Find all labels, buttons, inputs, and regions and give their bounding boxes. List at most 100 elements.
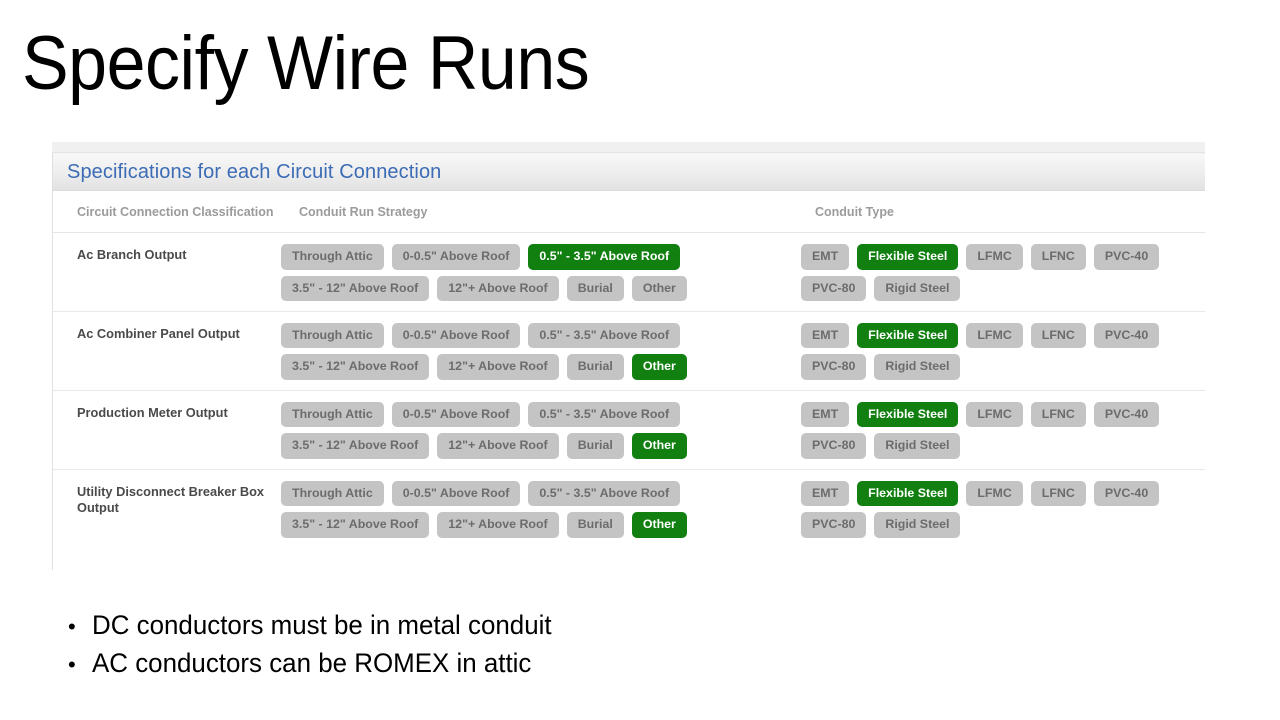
chip-option[interactable]: Rigid Steel [874,512,961,538]
chip-option[interactable]: LFNC [1030,480,1086,507]
bullet-list: •DC conductors must be in metal conduit•… [68,606,968,683]
specifications-panel: Specifications for each Circuit Connecti… [52,153,1205,570]
cell-conduit-run-strategy: Through Attic 0-0.5" Above Roof 0.5" - 3.5… [275,311,791,391]
panel-header: Specifications for each Circuit Connecti… [53,153,1205,191]
cell-conduit-run-strategy: Through Attic 0-0.5" Above Roof 0.5" - 3.5… [275,232,791,313]
bullet-item: • AC conductors can be ROMEX in attic [68,644,968,682]
chip-option-selected[interactable]: Flexible Steel [857,323,959,349]
chip-option[interactable]: PVC-40 [1093,323,1160,349]
row-label-circuit-connection: Ac Branch Output [53,232,275,313]
chip-option[interactable]: Through Attic [281,480,384,507]
row-label-circuit-connection: Production Meter Output [53,390,275,470]
bullet-marker-icon: • [68,614,76,639]
chip-option[interactable]: EMT [801,480,850,507]
chip-option[interactable]: 0-0.5" Above Roof [391,323,521,349]
chip-option[interactable]: LFNC [1030,401,1086,428]
chip-option[interactable]: PVC-40 [1093,244,1160,270]
chip-option[interactable]: PVC-40 [1093,401,1160,428]
chip-option[interactable]: Burial [566,433,624,459]
chip-option[interactable]: 0.5" - 3.5" Above Roof [528,480,681,507]
chip-option-selected[interactable]: Flexible Steel [857,244,959,270]
chip-option[interactable]: 12"+ Above Roof [437,275,559,302]
bullet-text: DC conductors must be in metal conduit [92,610,552,640]
chip-option[interactable]: PVC-80 [801,354,867,380]
chip-option-selected[interactable]: Flexible Steel [857,480,959,507]
chip-option[interactable]: LFMC [966,480,1023,507]
panel-header-title: Specifications for each Circuit Connecti… [67,160,442,183]
chip-group: Through Attic 0-0.5" Above Roof 0.5" - 3.5… [275,323,751,380]
chip-option[interactable]: 12"+ Above Roof [437,512,559,538]
chip-option[interactable]: 0.5" - 3.5" Above Roof [528,323,681,349]
row-label-circuit-connection: Ac Combiner Panel Output [53,311,275,391]
column-header-conduit-type: Conduit Type [791,191,1205,234]
column-header-classification: Circuit Connection Classification [53,191,275,234]
chip-option[interactable]: Other [631,275,687,302]
chip-option[interactable]: 3.5" - 12" Above Roof [281,354,430,380]
chip-option[interactable]: PVC-40 [1093,480,1160,507]
row-label-circuit-connection: Utility Disconnect Breaker Box Output [77,483,265,515]
chip-option[interactable]: Burial [566,354,624,380]
browser-top-strip [52,142,1205,153]
cell-conduit-run-strategy: Through Attic 0-0.5" Above Roof 0.5" - 3.5… [275,469,791,547]
chip-group: Through Attic 0-0.5" Above Roof 0.5" - 3.5… [275,480,751,538]
chip-option[interactable]: 3.5" - 12" Above Roof [281,433,430,459]
chip-option[interactable]: LFNC [1030,323,1086,349]
chip-option-selected[interactable]: Flexible Steel [857,401,959,428]
chip-option[interactable]: LFMC [966,323,1023,349]
chip-option[interactable]: Through Attic [281,323,384,349]
chip-group: Through Attic 0-0.5" Above Roof 0.5" - 3.5… [275,401,751,459]
chip-option-selected[interactable]: Other [631,512,687,538]
chip-option[interactable]: Rigid Steel [874,354,961,380]
chip-option[interactable]: EMT [801,401,850,428]
specifications-table: Circuit Connection Classification Condui… [53,191,1205,548]
column-header-conduit-run-strategy: Conduit Run Strategy [275,191,791,234]
chip-option[interactable]: Through Attic [281,244,384,270]
chip-option[interactable]: PVC-80 [801,433,867,459]
chip-option[interactable]: 0-0.5" Above Roof [391,244,521,270]
chip-option[interactable]: LFMC [966,401,1023,428]
chip-option[interactable]: EMT [801,244,850,270]
chip-option[interactable]: PVC-80 [801,512,867,538]
chip-option[interactable]: 0.5" - 3.5" Above Roof [528,401,681,428]
chip-option[interactable]: Through Attic [281,401,384,428]
chip-option[interactable]: PVC-80 [801,275,867,302]
chip-option[interactable]: 3.5" - 12" Above Roof [281,275,430,302]
chip-group: Through Attic 0-0.5" Above Roof 0.5" - 3.5… [275,244,751,302]
chip-option[interactable]: EMT [801,323,850,349]
table-row: Utility Disconnect Breaker Box Output Thr… [53,469,1205,547]
table-header: Circuit Connection Classification Condui… [53,191,1205,234]
chip-option[interactable]: 12"+ Above Roof [437,354,559,380]
chip-option[interactable]: LFMC [966,244,1023,270]
table-header-row: Circuit Connection Classification Condui… [53,191,1205,234]
bullet-item: • DC conductors must be in metal conduit [68,606,968,644]
chip-option[interactable]: Burial [566,512,624,538]
page-title: Specify Wire Runs [22,21,590,106]
chip-option[interactable]: LFNC [1030,244,1086,270]
bullet-text: AC conductors can be ROMEX in attic [92,648,532,679]
chip-option[interactable]: 3.5" - 12" Above Roof [281,512,430,538]
chip-option[interactable]: 0-0.5" Above Roof [391,480,521,507]
chip-option-selected[interactable]: Other [631,354,687,380]
chip-option-selected[interactable]: 0.5" - 3.5" Above Roof [528,244,681,270]
bullet-marker-icon: • [68,652,76,678]
chip-option[interactable]: Burial [566,275,624,302]
app-screenshot-region: Specifications for each Circuit Connecti… [52,142,1205,570]
cell-conduit-run-strategy: Through Attic 0-0.5" Above Roof 0.5" - 3.5… [275,390,791,470]
chip-option-selected[interactable]: Other [631,433,687,459]
chip-option[interactable]: 0-0.5" Above Roof [391,401,521,428]
chip-option[interactable]: 12"+ Above Roof [437,433,559,459]
chip-option[interactable]: Rigid Steel [874,433,961,459]
chip-option[interactable]: Rigid Steel [874,275,961,302]
